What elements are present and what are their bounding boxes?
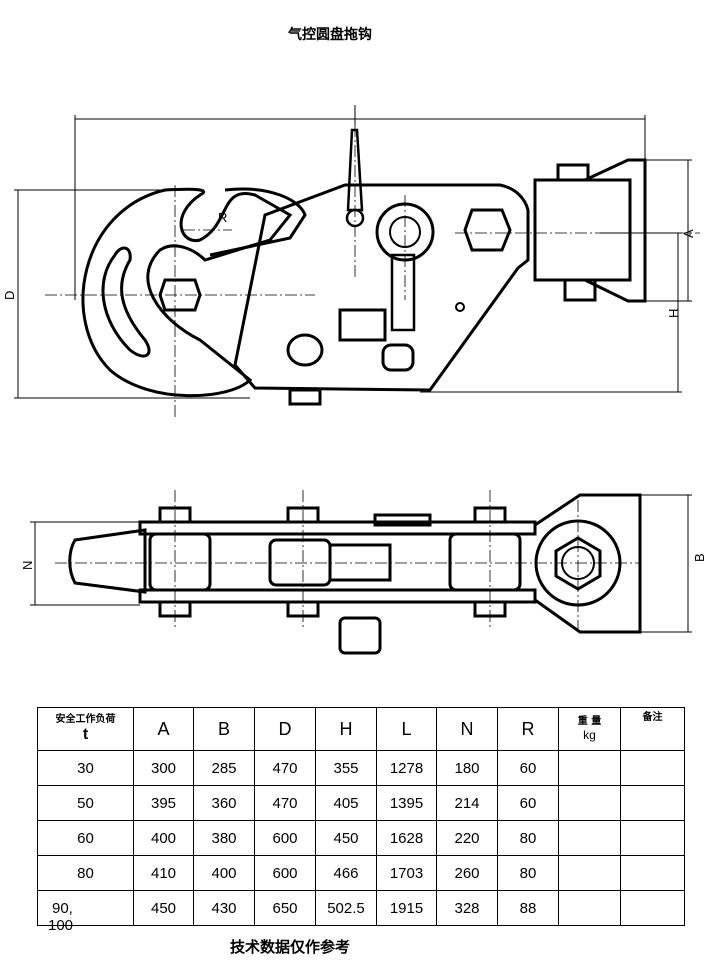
cell-l: 1628 bbox=[376, 820, 437, 856]
cell-h: 466 bbox=[315, 855, 377, 891]
cell-n: 214 bbox=[436, 785, 498, 821]
air-cylinder bbox=[338, 308, 387, 342]
top-plate-plan bbox=[138, 520, 537, 536]
label-h: H bbox=[666, 309, 681, 318]
cell-l: 1395 bbox=[376, 785, 437, 821]
cell-l: 1278 bbox=[376, 750, 437, 786]
cell-weight bbox=[558, 820, 621, 856]
table-row: 50 395 360 470 405 1395 214 60 bbox=[37, 785, 685, 821]
cell-remarks bbox=[620, 750, 685, 786]
cell-remarks bbox=[620, 820, 685, 856]
cell-l: 1915 bbox=[376, 890, 437, 926]
cell-d: 600 bbox=[254, 820, 316, 856]
cell-load: 80 bbox=[37, 855, 134, 891]
cell-n: 328 bbox=[436, 890, 498, 926]
cell-weight bbox=[558, 855, 621, 891]
bottom-plate-plan bbox=[138, 588, 537, 604]
main-plate bbox=[233, 183, 530, 392]
cell-weight bbox=[558, 750, 621, 786]
header-load-label: 安全工作负荷 bbox=[55, 714, 116, 725]
cell-load-line1: 90, bbox=[52, 899, 73, 917]
cell-remarks bbox=[620, 785, 685, 821]
cell-load-line2: 100 bbox=[48, 917, 74, 934]
table-row: 90,100 450 430 650 502.5 1915 328 88 bbox=[37, 890, 685, 934]
cell-weight bbox=[558, 785, 621, 821]
header-h: H bbox=[315, 707, 377, 751]
cell-remarks bbox=[620, 855, 685, 891]
cell-a: 395 bbox=[133, 785, 194, 821]
cell-b: 360 bbox=[193, 785, 255, 821]
label-n: N bbox=[20, 561, 35, 570]
cell-h: 450 bbox=[315, 820, 377, 856]
cell-h: 502.5 bbox=[315, 890, 377, 926]
tow-hook-drawing: R D A H N B bbox=[2, 105, 707, 655]
mounting-flange bbox=[584, 158, 647, 303]
header-weight-label: 重 量 bbox=[577, 716, 602, 727]
cell-d: 470 bbox=[254, 750, 316, 786]
cell-h: 405 bbox=[315, 785, 377, 821]
hook-jaw bbox=[81, 187, 293, 398]
cell-weight bbox=[558, 890, 621, 926]
header-remarks-label: 备注 bbox=[642, 712, 663, 723]
cell-d: 650 bbox=[254, 890, 316, 926]
cell-load: 90,100 bbox=[37, 890, 134, 934]
drawing-title: 气控圆盘拖钩 bbox=[288, 27, 372, 43]
hook-tip-plan bbox=[68, 528, 147, 594]
cell-r: 60 bbox=[497, 750, 559, 786]
cell-load: 50 bbox=[37, 785, 134, 821]
cell-d: 470 bbox=[254, 785, 316, 821]
cell-h: 355 bbox=[315, 750, 377, 786]
cell-b: 380 bbox=[193, 820, 255, 856]
table-row: 60 400 380 600 450 1628 220 80 bbox=[37, 820, 685, 856]
label-d: D bbox=[2, 291, 17, 300]
cell-remarks bbox=[620, 890, 685, 926]
header-weight-unit: kg bbox=[583, 728, 596, 742]
cell-r: 88 bbox=[497, 890, 559, 926]
reference-note: 技术数据仅作参考 bbox=[230, 938, 351, 956]
cell-r: 80 bbox=[497, 820, 559, 856]
cell-r: 80 bbox=[497, 855, 559, 891]
table-row: 30 300 285 470 355 1278 180 60 bbox=[37, 750, 685, 786]
cell-n: 180 bbox=[436, 750, 498, 786]
label-r: R bbox=[218, 210, 227, 225]
cell-load: 30 bbox=[37, 750, 134, 786]
cell-b: 285 bbox=[193, 750, 255, 786]
cell-b: 400 bbox=[193, 855, 255, 891]
cell-b: 430 bbox=[193, 890, 255, 926]
cell-d: 600 bbox=[254, 855, 316, 891]
cell-n: 220 bbox=[436, 820, 498, 856]
header-n: N bbox=[436, 707, 498, 751]
mounting-flange-plan bbox=[534, 493, 642, 634]
pivot-pin bbox=[463, 208, 512, 252]
cell-a: 450 bbox=[133, 890, 194, 926]
header-b: B bbox=[193, 707, 255, 751]
header-r: R bbox=[497, 707, 559, 751]
cell-n: 260 bbox=[436, 855, 498, 891]
label-a: A bbox=[681, 229, 696, 238]
mounting-block bbox=[533, 178, 632, 282]
header-a: A bbox=[133, 707, 194, 751]
table-row: 80 410 400 600 466 1703 260 80 bbox=[37, 855, 685, 891]
cell-r: 60 bbox=[497, 785, 559, 821]
cell-load: 60 bbox=[37, 820, 134, 856]
link-arm bbox=[390, 253, 416, 332]
header-load-unit: t bbox=[82, 726, 89, 743]
label-b: B bbox=[692, 553, 707, 562]
cell-a: 410 bbox=[133, 855, 194, 891]
cell-l: 1703 bbox=[376, 855, 437, 891]
cell-a: 300 bbox=[133, 750, 194, 786]
cell-a: 400 bbox=[133, 820, 194, 856]
header-l: L bbox=[376, 707, 437, 751]
header-remarks: 备注 bbox=[620, 707, 685, 751]
hook-slot bbox=[101, 246, 151, 358]
header-d: D bbox=[254, 707, 316, 751]
